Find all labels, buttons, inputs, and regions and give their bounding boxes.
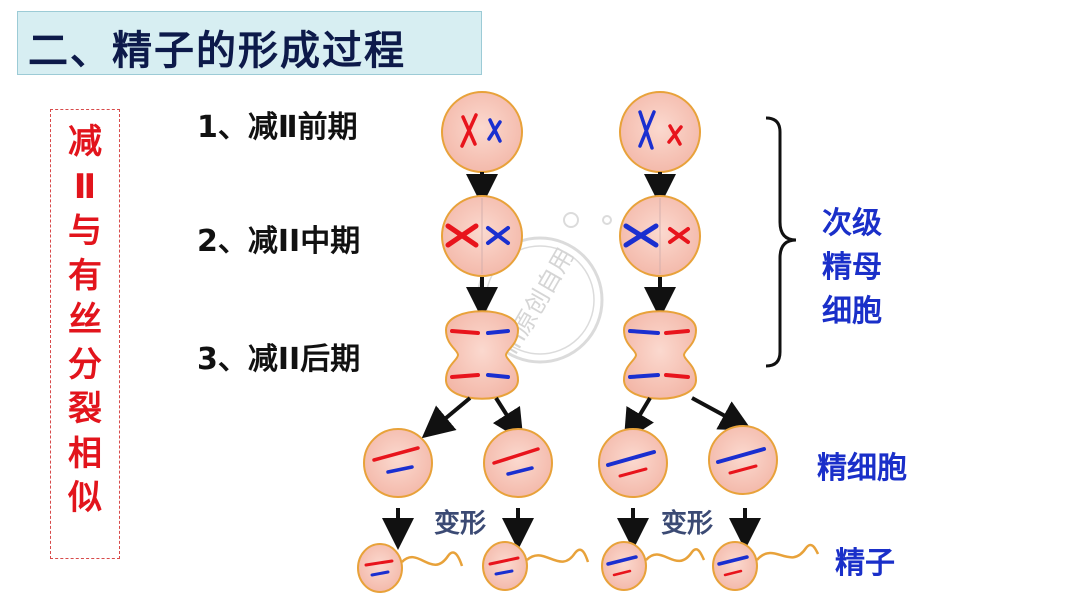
side-note-char: 相 [68, 433, 102, 474]
side-note-char: Ⅱ [73, 166, 97, 207]
spermatid-label: 精细胞 [817, 451, 907, 486]
side-note-char: 丝 [68, 300, 102, 340]
cell-right-metaphase [619, 195, 701, 277]
arrow-split [421, 396, 472, 439]
sperm [482, 541, 590, 591]
title-banner: 二、精子的形成过程 [17, 11, 482, 75]
cell-right-anaphase [622, 310, 698, 400]
spermatid-cell [483, 428, 553, 498]
side-note-char: 分 [68, 344, 102, 385]
secondary-spermatocyte-label: 次级 精母 细胞 [822, 206, 882, 329]
cell-right-prophase [619, 91, 701, 173]
arrow-split [492, 396, 524, 442]
arrow-split [691, 396, 753, 431]
side-note-char: 减 [68, 122, 102, 162]
spermatid-cell [598, 428, 668, 498]
stage-label-metaphase-ii: 2、减II中期 [197, 224, 361, 259]
sperm [712, 541, 820, 591]
side-note-char: 裂 [68, 389, 102, 429]
page-title: 二、精子的形成过程 [28, 28, 406, 74]
sperm [357, 543, 464, 593]
sperm [601, 541, 706, 591]
spermatid-cell [363, 428, 433, 498]
cell-left-metaphase [441, 195, 523, 277]
transform-label-right: 变形 [661, 509, 714, 539]
side-note-char: 有 [68, 255, 102, 296]
cell-left-anaphase [444, 310, 520, 400]
side-note-char: 似 [68, 478, 102, 518]
spermatid-cell [708, 425, 778, 495]
side-note-box: 减 Ⅱ 与 有 丝 分 裂 相 似 [50, 109, 120, 559]
side-note-char: 与 [68, 211, 102, 251]
sperm-label: 精子 [835, 546, 895, 581]
stage-label-anaphase-ii: 3、减II后期 [197, 342, 361, 377]
right-brace [765, 116, 797, 368]
transform-label-left: 变形 [434, 509, 487, 539]
arrow-split [623, 396, 654, 442]
stage-label-prophase-ii: 1、减Ⅱ前期 [197, 110, 358, 145]
cell-left-prophase [441, 91, 523, 173]
